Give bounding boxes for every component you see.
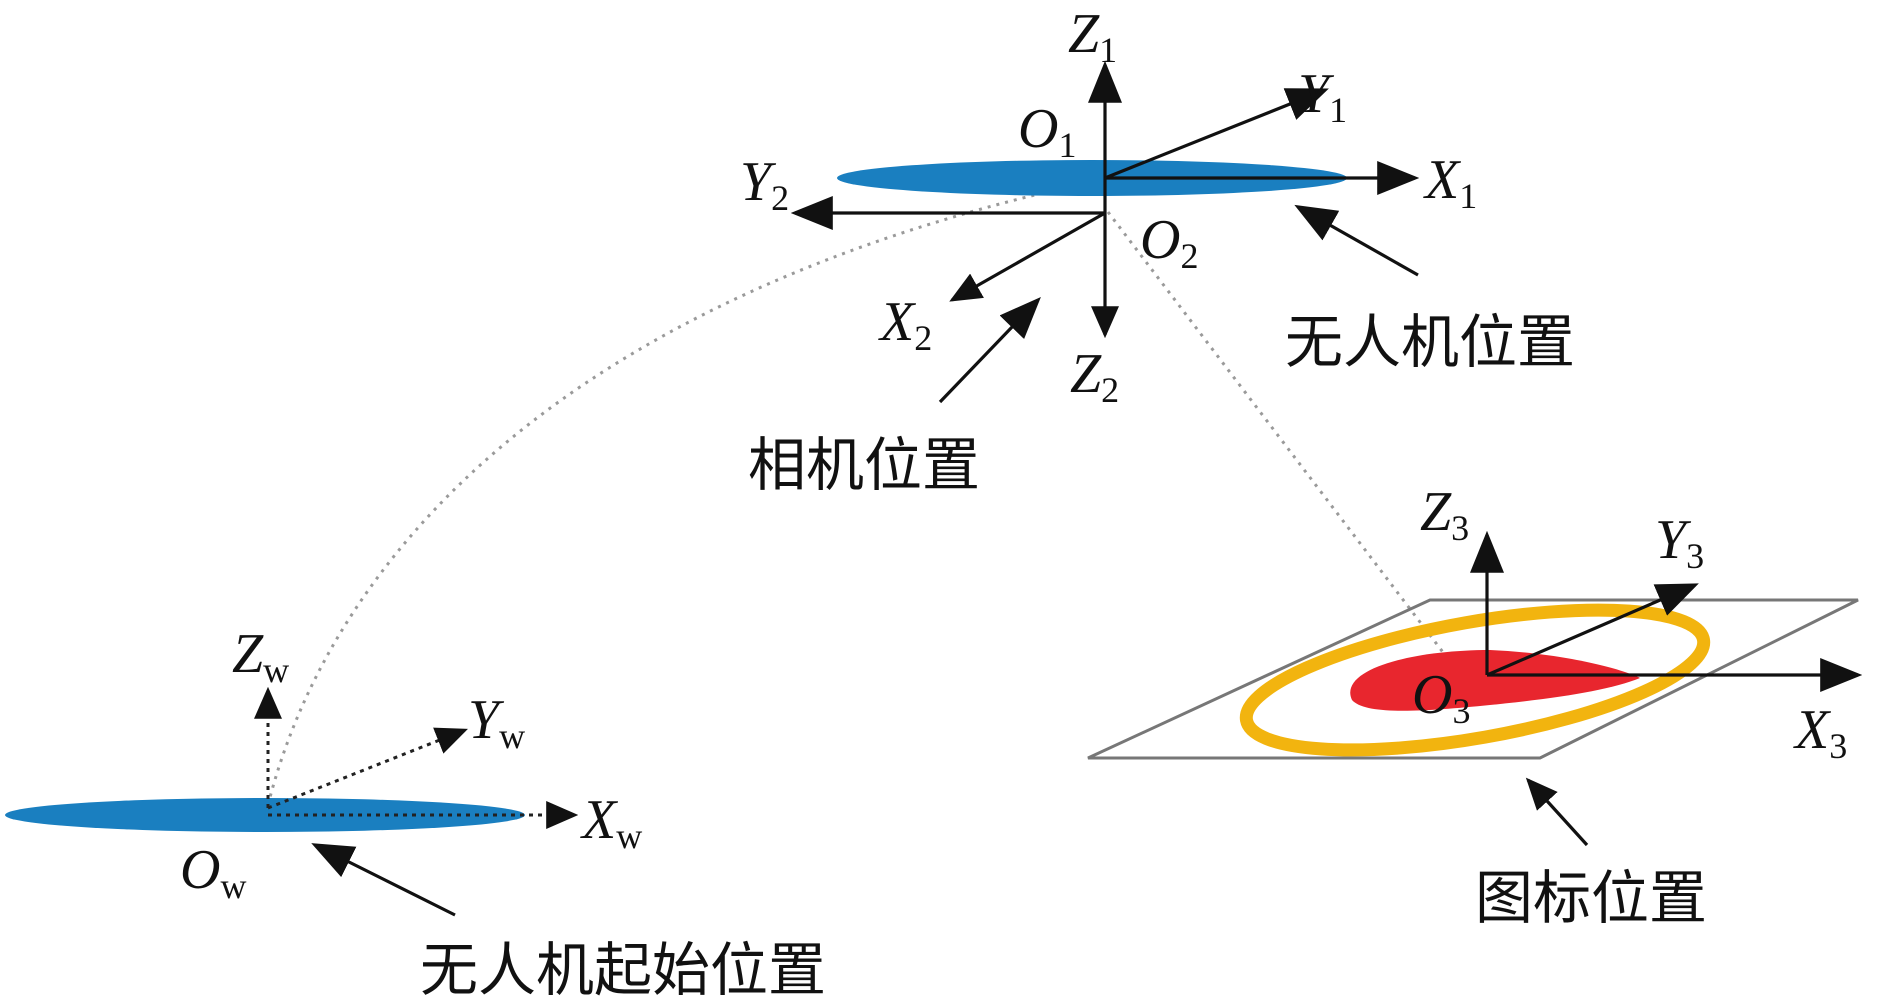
marker-frame <box>1087 530 1863 760</box>
caption-drone-position: 无人机位置 <box>1285 308 1575 376</box>
caption-marker-position: 图标位置 <box>1475 864 1707 932</box>
pointer-marker-position <box>1525 777 1589 847</box>
pointer-drone-position <box>1294 204 1419 277</box>
label-y3: Y3 <box>1655 509 1704 576</box>
x2-axis <box>949 211 1106 302</box>
caption-start-position: 无人机起始位置 <box>420 936 826 1002</box>
pointer-camera-position <box>938 296 1041 404</box>
label-ow: Ow <box>180 839 246 906</box>
drone-camera-frame <box>790 60 1420 339</box>
marker-red-shape <box>1350 650 1640 711</box>
yw-axis <box>267 727 468 810</box>
label-yw: Yw <box>468 689 525 756</box>
label-o1: O1 <box>1018 98 1076 165</box>
marker-ring <box>1239 603 1711 757</box>
label-o3: O3 <box>1412 664 1470 731</box>
drone-disc <box>837 160 1347 196</box>
label-y1: Y1 <box>1298 63 1347 130</box>
pointer-start-position <box>311 843 456 917</box>
label-y2: Y2 <box>740 151 789 218</box>
ground-plane <box>1087 598 1859 760</box>
label-z3: Z3 <box>1420 481 1469 548</box>
label-x3: X3 <box>1793 699 1847 766</box>
y1-axis <box>1104 88 1329 180</box>
label-x2: X2 <box>878 291 932 358</box>
label-o2: O2 <box>1140 209 1198 276</box>
label-z2: Z2 <box>1070 343 1119 410</box>
start-drone-disc <box>5 798 525 832</box>
world-frame <box>5 686 579 832</box>
camera-sight-line <box>1106 211 1460 673</box>
caption-camera-position: 相机位置 <box>748 431 980 499</box>
label-z1: Z1 <box>1068 3 1117 70</box>
label-xw: Xw <box>580 789 642 856</box>
label-zw: Zw <box>232 623 289 690</box>
label-x1: X1 <box>1423 149 1477 216</box>
y3-axis <box>1486 583 1699 677</box>
